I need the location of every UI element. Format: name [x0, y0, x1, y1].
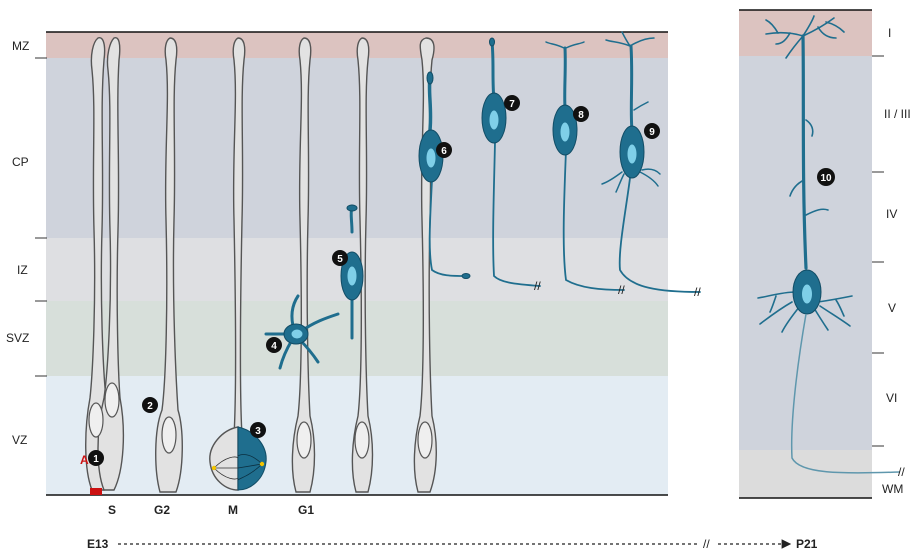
marker-7: 7: [504, 95, 520, 111]
axon-to-white-matter: [790, 313, 901, 474]
mature-pyramidal-neuron: //: [757, 15, 905, 479]
band-svz: [46, 301, 668, 376]
developmental-timeline: E13 // P21: [87, 537, 818, 551]
marker-4: 4: [266, 337, 282, 353]
label-m-phase: M: [228, 503, 238, 517]
svg-text:6: 6: [441, 146, 447, 157]
label-layer-iv: IV: [886, 207, 897, 221]
label-layer-v: V: [888, 301, 896, 315]
label-layer-vi: VI: [886, 391, 897, 405]
marker-10: 10: [817, 168, 835, 186]
right-layer-ticks: [872, 55, 884, 447]
svg-text:1: 1: [93, 454, 99, 465]
label-g1-phase: G1: [298, 503, 314, 517]
label-cp: CP: [12, 155, 29, 169]
band-cp: [46, 58, 668, 238]
svg-text://: //: [618, 283, 625, 297]
radial-glia-6: [413, 37, 437, 493]
label-wm: WM: [882, 482, 903, 496]
svg-text:7: 7: [509, 99, 515, 110]
label-g2-phase: G2: [154, 503, 170, 517]
marker-6: 6: [436, 142, 452, 158]
adherens-junction: [90, 488, 102, 495]
svg-text:8: 8: [578, 110, 584, 121]
svg-text:10: 10: [820, 173, 832, 184]
label-vz: VZ: [12, 433, 27, 447]
label-mz: MZ: [12, 39, 29, 53]
marker-5: 5: [332, 250, 348, 266]
label-s-phase: S: [108, 503, 116, 517]
bipolar-migrating-neuron: [340, 204, 364, 340]
label-iz: IZ: [17, 263, 28, 277]
right-panel: I II / III IV V VI WM: [739, 9, 911, 499]
svg-text:3: 3: [255, 426, 261, 437]
timeline-end-label: P21: [796, 537, 818, 551]
locomoting-neuron: [418, 71, 471, 279]
timeline-break: //: [703, 537, 710, 551]
marker-2: 2: [142, 397, 158, 413]
marker-9: 9: [644, 123, 660, 139]
band-wm: [739, 450, 872, 498]
left-layer-ticks: [35, 57, 47, 377]
radial-glia-g1: [291, 37, 316, 493]
svg-text://: //: [694, 285, 701, 299]
svg-text:2: 2: [147, 401, 153, 412]
label-layer-i: I: [888, 26, 891, 40]
marker-1: 1: [88, 450, 104, 466]
marker-3: 3: [250, 422, 266, 438]
neuron-9: //: [601, 31, 701, 299]
radial-glia-m-phase: [209, 37, 267, 491]
svg-text://: //: [534, 279, 541, 293]
multipolar-neuron: [264, 294, 340, 370]
svg-text:4: 4: [271, 341, 277, 352]
label-layer-ii-iii: II / III: [884, 107, 911, 121]
label-svz: SVZ: [6, 331, 29, 345]
svg-text:5: 5: [337, 254, 343, 265]
svg-text:9: 9: [649, 127, 655, 138]
neuron-7: //: [481, 37, 541, 293]
radial-glia-g2: [155, 37, 183, 493]
radial-glia-5: [351, 37, 374, 493]
timeline-start-label: E13: [87, 537, 109, 551]
neuron-8: //: [545, 41, 625, 297]
radial-glia-s-phase-pair: [85, 37, 125, 495]
marker-8: 8: [573, 106, 589, 122]
svg-text://: //: [898, 465, 905, 479]
